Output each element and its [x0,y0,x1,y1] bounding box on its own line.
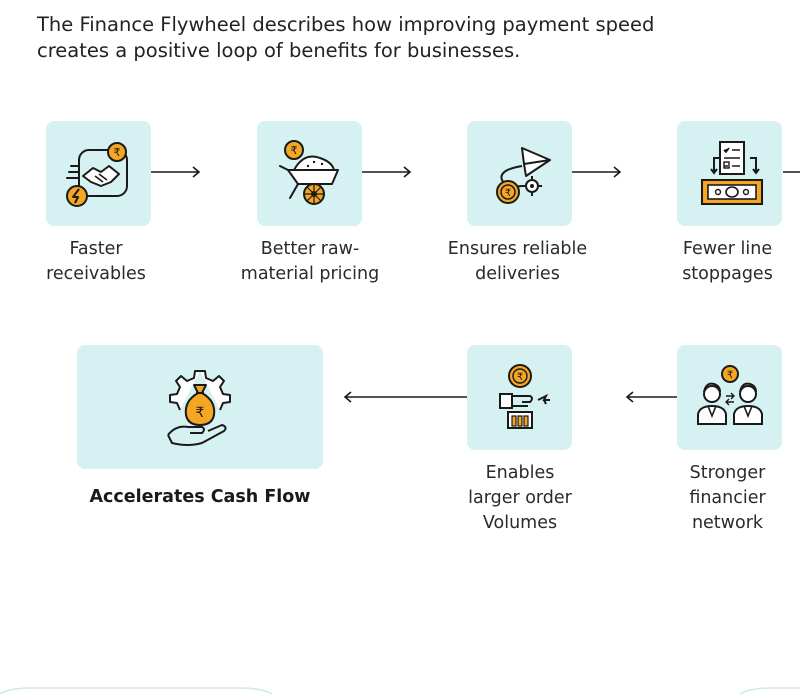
step-label-deliveries: Ensures reliable deliveries [447,239,588,284]
svg-text:₹: ₹ [726,370,732,381]
financier-network-icon: ₹ [696,364,763,425]
step-label-financier-network: Stronger financier network [689,463,766,533]
step-label-line-stoppages: Fewer line stoppages [682,239,773,284]
step-tile-faster-receivables: ₹ [46,121,151,226]
intro-line-1: The Finance Flywheel describes how impro… [37,13,655,36]
intro-line-2: creates a positive loop of benefits for … [37,39,521,62]
svg-text:₹: ₹ [290,144,297,157]
arrow-right-1 [151,166,201,178]
handshake-rupee-icon: ₹ [65,141,128,207]
checklist-cash-icon [700,140,763,205]
step-tile-cash-flow: ₹ [77,345,323,469]
wheelbarrow-rupee-icon: ₹ [278,139,339,205]
arrow-right-4-partial [783,171,800,173]
svg-text:₹: ₹ [504,188,510,199]
paper-plane-delivery-icon: ₹ [495,146,551,204]
step-tile-raw-material: ₹ [257,121,362,226]
svg-text:₹: ₹ [196,405,205,421]
step-label-raw-material: Better raw- material pricing [240,239,380,284]
svg-text:₹: ₹ [113,146,120,159]
step-tile-line-stoppages [677,121,782,226]
arrow-right-2 [362,166,412,178]
gear-money-bag-icon: ₹ [167,370,231,446]
svg-text:₹: ₹ [516,372,522,383]
step-tile-deliveries: ₹ [467,121,572,226]
step-label-order-volume: Enables larger order Volumes [468,463,572,533]
arrow-left-1 [343,391,467,403]
step-tile-financier-network: ₹ [677,345,782,450]
arrow-right-3 [572,166,622,178]
step-label-faster-receivables: Faster receivables [46,239,146,284]
step-tile-order-volume: ₹ [467,345,572,450]
order-volume-icon: ₹ [498,363,550,429]
bottom-panel-edge [0,687,800,695]
arrow-left-2 [625,391,677,403]
intro-text: The Finance Flywheel describes how impro… [37,12,777,64]
step-label-cash-flow: Accelerates Cash Flow [89,487,311,507]
